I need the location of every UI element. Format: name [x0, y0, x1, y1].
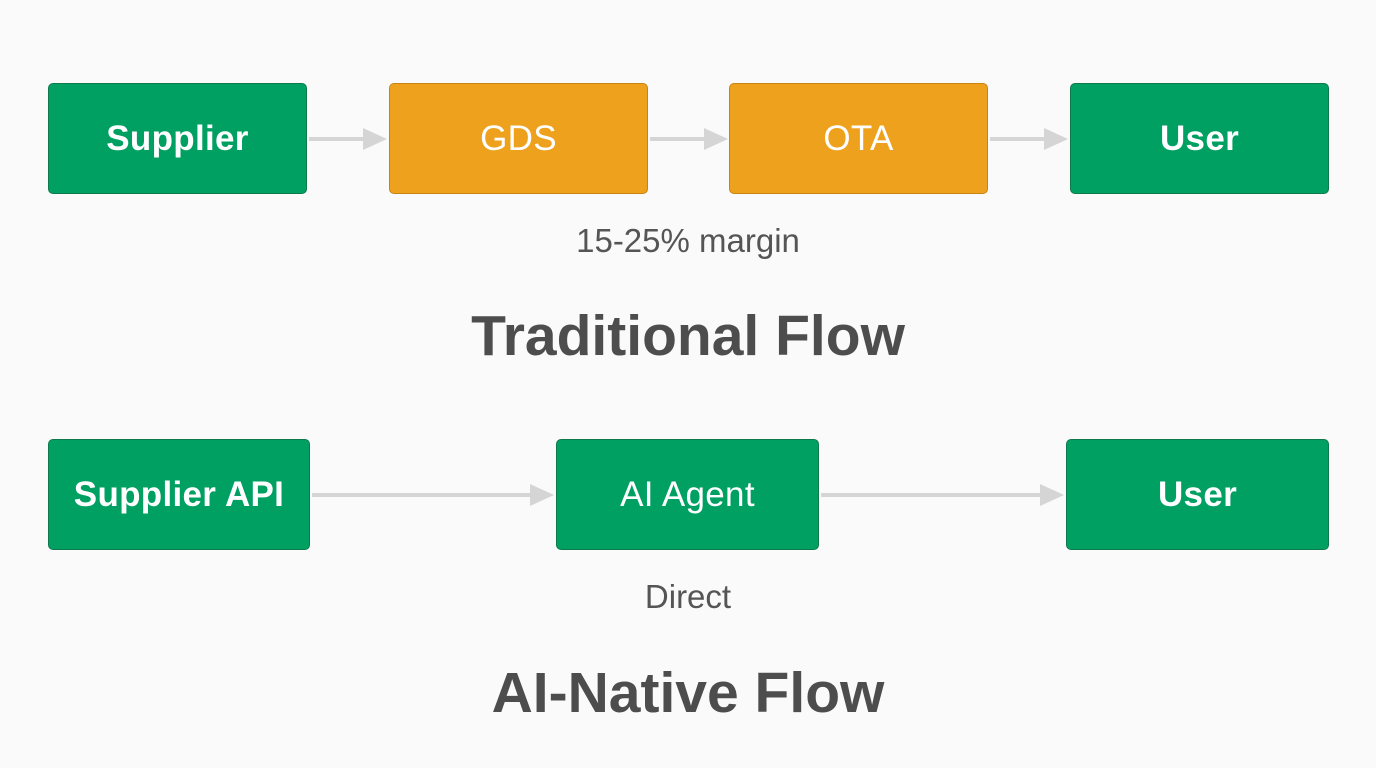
arrow-ota-to-user [990, 128, 1068, 150]
traditional-node-user: User [1070, 83, 1329, 194]
traditional-node-supplier: Supplier [48, 83, 307, 194]
arrow-ai-agent-to-user [821, 484, 1064, 506]
traditional-node-gds: GDS [389, 83, 648, 194]
arrow-gds-to-ota [650, 128, 728, 150]
arrow-supplier-to-gds [309, 128, 387, 150]
ai-native-node-supplier-api: Supplier API [48, 439, 310, 550]
arrow-supplier-api-to-ai-agent [312, 484, 554, 506]
traditional-margin-caption: 15-25% margin [576, 222, 800, 259]
traditional-flow-title: Traditional Flow [471, 304, 905, 368]
ai-native-node-user: User [1066, 439, 1329, 550]
traditional-node-ota: OTA [729, 83, 988, 194]
ai-native-node-ai-agent: AI Agent [556, 439, 819, 550]
ai-native-flow-title: AI-Native Flow [491, 661, 885, 725]
ai-native-direct-caption: Direct [644, 578, 732, 615]
